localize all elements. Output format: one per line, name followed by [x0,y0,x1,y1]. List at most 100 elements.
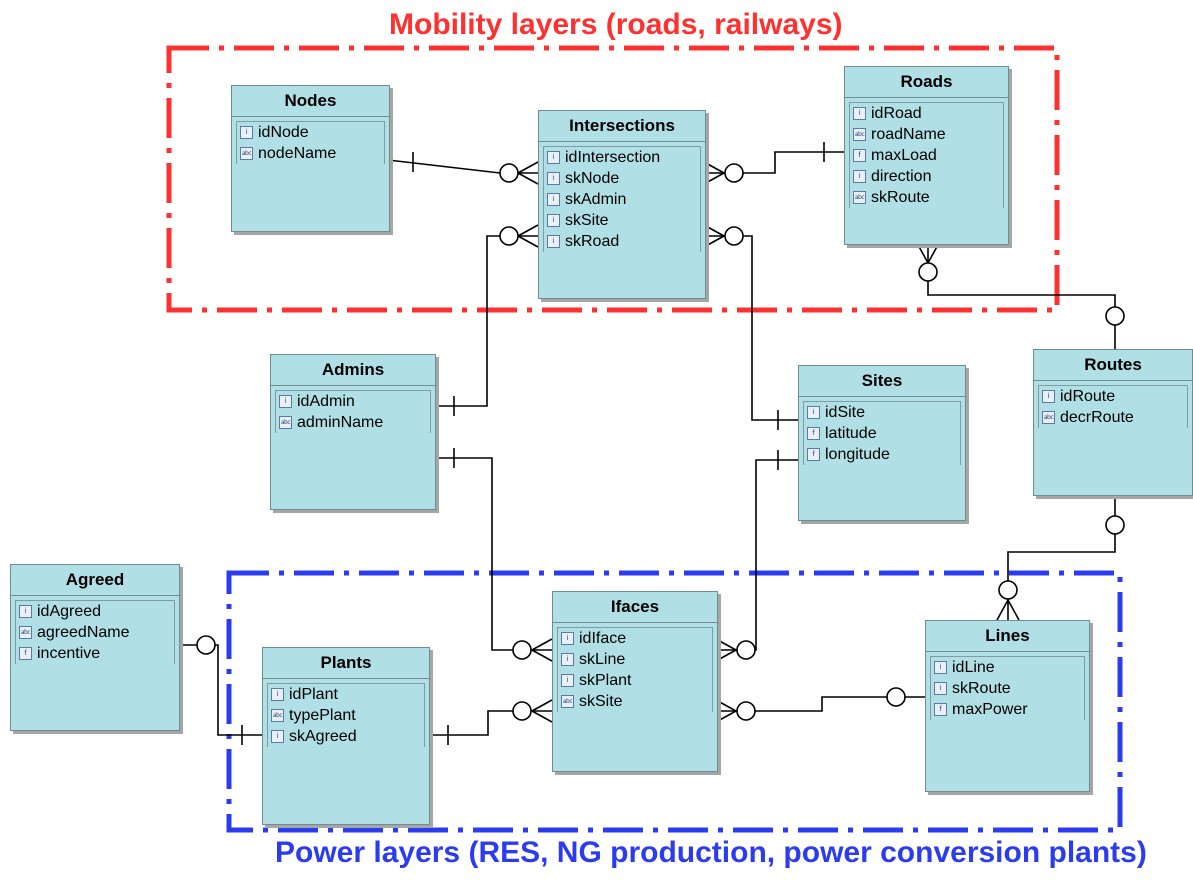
int-type-icon: i [547,193,560,206]
int-type-icon: i [934,661,947,674]
abc-type-icon: abc [279,416,292,429]
field-name: idRoad [871,105,922,122]
int-type-icon: i [271,688,284,701]
entity-title: Intersections [539,111,705,142]
rel-agreed-plants [178,635,262,745]
abc-type-icon: abc [853,128,866,141]
float-type-icon: f [853,149,866,162]
field-name: idNode [258,124,309,141]
field-name: latitude [825,425,877,442]
int-type-icon: i [561,653,574,666]
field-name: skNode [565,170,620,187]
field-row[interactable]: abc skSite [558,691,712,712]
field-name: idLine [952,659,995,676]
int-type-icon: i [853,107,866,120]
abc-type-icon: abc [561,695,574,708]
field-name: maxPower [952,701,1028,718]
int-type-icon: i [547,172,560,185]
int-type-icon: i [561,632,574,645]
rel-admins-ifaces [434,448,553,662]
field-name: adminName [297,414,384,431]
field-row[interactable]: abc adminName [276,412,430,433]
field-name: idRoute [1060,388,1116,405]
entity-title: Ifaces [553,592,717,623]
int-type-icon: i [271,730,284,743]
int-type-icon: i [547,235,560,248]
int-type-icon: i [807,406,820,419]
field-name: typePlant [289,707,356,724]
field-row[interactable]: i idIface [558,628,712,649]
int-type-icon: i [853,170,866,183]
field-name: idIface [579,630,627,647]
field-name: skRoute [871,189,930,206]
rel-roads-routes [916,242,1125,349]
field-name: skAdmin [565,191,627,208]
field-row[interactable]: i idPlant [268,684,424,705]
field-name: idPlant [289,686,338,703]
field-row[interactable]: i skAdmin [544,189,700,210]
abc-type-icon: abc [853,191,866,204]
field-row[interactable]: i skRoute [931,678,1084,699]
field-name: direction [871,168,932,185]
abc-type-icon: abc [19,626,32,639]
entity-title: Plants [263,648,429,679]
field-name: idSite [825,404,866,421]
rel-nodes-intersections [387,152,539,185]
float-type-icon: f [807,448,820,461]
entity-title: Admins [271,355,435,386]
field-name: skRoute [952,680,1011,697]
field-name: incentive [37,645,101,662]
entity-title: Sites [799,366,965,397]
mobility-layer-boundary [166,45,1060,313]
entity-title: Roads [845,67,1008,98]
power-layer-title: Power layers (RES, NG production, power … [275,836,1147,869]
int-type-icon: i [934,682,947,695]
field-row[interactable]: abc skRoute [850,187,1003,208]
entity-title: Lines [926,621,1089,652]
int-type-icon: i [19,605,32,618]
rel-plants-ifaces [428,699,553,745]
field-name: decrRoute [1060,409,1134,426]
field-row[interactable]: i direction [850,166,1003,187]
rel-sites-ifaces [715,450,798,662]
field-name: skSite [579,693,623,710]
